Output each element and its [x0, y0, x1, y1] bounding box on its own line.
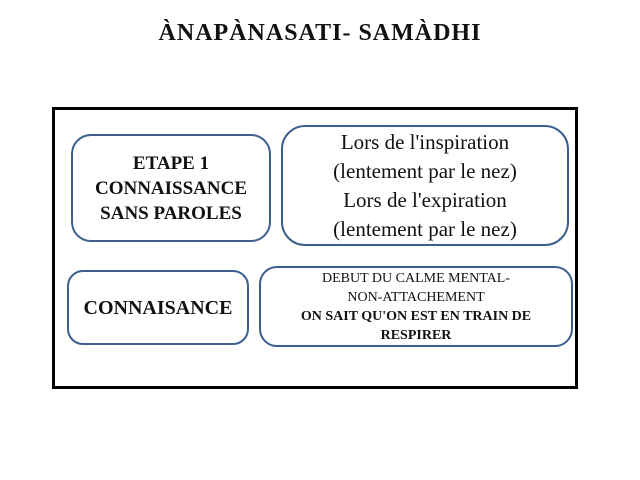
calme-line-3: ON SAIT QU'ON EST EN TRAIN DE	[300, 308, 532, 324]
calme-line-2: NON-ATTACHEMENT	[347, 289, 485, 305]
respiration-line-2: (lentement par le nez)	[333, 158, 517, 183]
box-debut-calme-mental: DEBUT DU CALME MENTAL- NON-ATTACHEMENT O…	[259, 266, 573, 347]
calme-line-1: DEBUT DU CALME MENTAL-	[322, 270, 510, 286]
connaisance-label: CONNAISANCE	[83, 296, 233, 319]
box-etape1-connaissance-sans-paroles: ETAPE 1 CONNAISSANCE SANS PAROLES	[71, 134, 271, 242]
etape1-line-3: SANS PAROLES	[100, 202, 242, 224]
respiration-line-4: (lentement par le nez)	[333, 216, 517, 241]
etape1-line-1: ETAPE 1	[132, 152, 210, 174]
box-connaisance: CONNAISANCE	[67, 270, 249, 345]
respiration-line-1: Lors de l'inspiration	[340, 129, 510, 154]
box-inspiration-expiration: Lors de l'inspiration (lentement par le …	[281, 125, 569, 246]
slide-title: ÀNAPÀNASATI- SAMÀDHI	[158, 20, 482, 46]
etape1-line-2: CONNAISSANCE	[94, 177, 248, 199]
calme-line-4: RESPIRER	[380, 327, 452, 343]
respiration-line-3: Lors de l'expiration	[343, 187, 507, 212]
outer-frame: ETAPE 1 CONNAISSANCE SANS PAROLES Lors d…	[52, 107, 578, 389]
